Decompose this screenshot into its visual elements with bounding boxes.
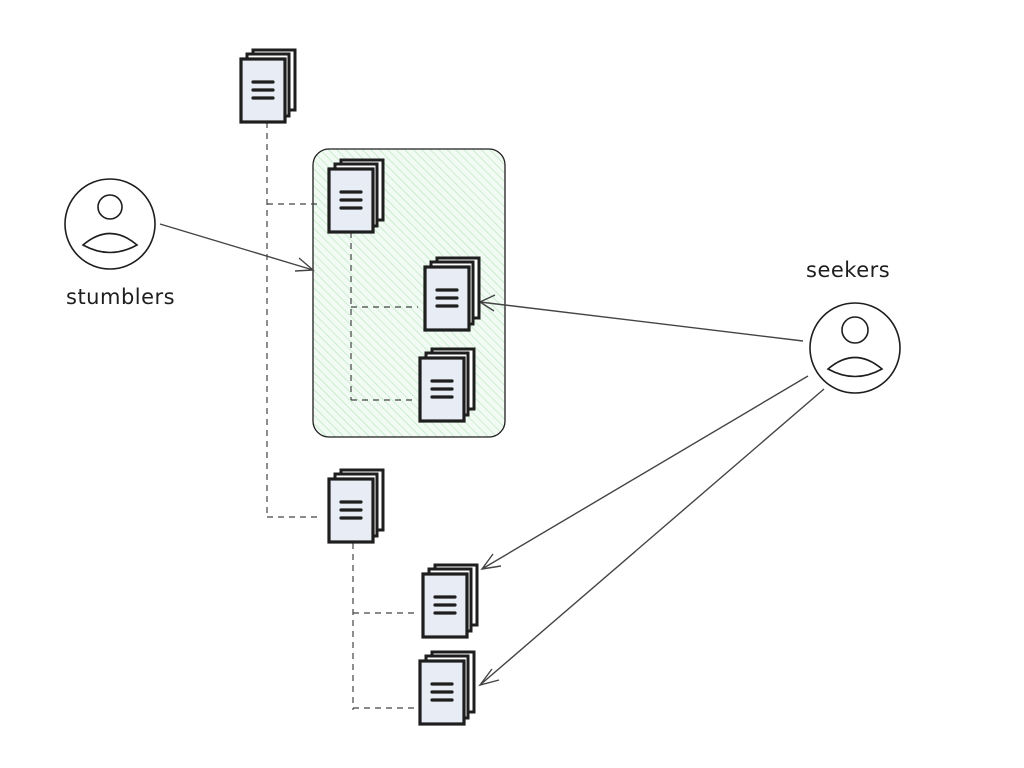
arrow-seekers-to-doc-b2 <box>478 388 825 687</box>
doc-a1-document-stack-icon[interactable] <box>423 256 481 332</box>
doc-b1-document-stack-icon[interactable] <box>421 563 479 639</box>
user-icon-body <box>826 356 884 378</box>
stumblers-label: stumblers <box>66 285 176 309</box>
user-icon-body <box>81 232 139 254</box>
user-icon-circle <box>809 302 901 394</box>
doc-a-document-stack-icon[interactable] <box>327 158 385 234</box>
actor-seekers[interactable] <box>809 302 901 394</box>
arrow-seekers-to-doc-b1 <box>480 375 809 570</box>
arrow-stumblers-to-group <box>159 223 315 272</box>
doc-b-document-stack-icon[interactable] <box>327 468 385 544</box>
seekers-label: seekers <box>806 258 891 282</box>
arrows <box>159 223 825 687</box>
user-icon-circle <box>64 178 156 270</box>
doc-b2-document-stack-icon[interactable] <box>418 650 476 726</box>
actor-stumblers[interactable] <box>64 178 156 270</box>
doc-a2-document-stack-icon[interactable] <box>418 347 476 423</box>
arrow-seekers-to-doc-a1 <box>478 294 804 342</box>
user-icon-head <box>841 316 869 344</box>
tree-edges <box>266 122 418 710</box>
doc-root-document-stack-icon[interactable] <box>239 48 297 124</box>
user-icon-head <box>97 194 123 220</box>
documents <box>239 48 481 726</box>
